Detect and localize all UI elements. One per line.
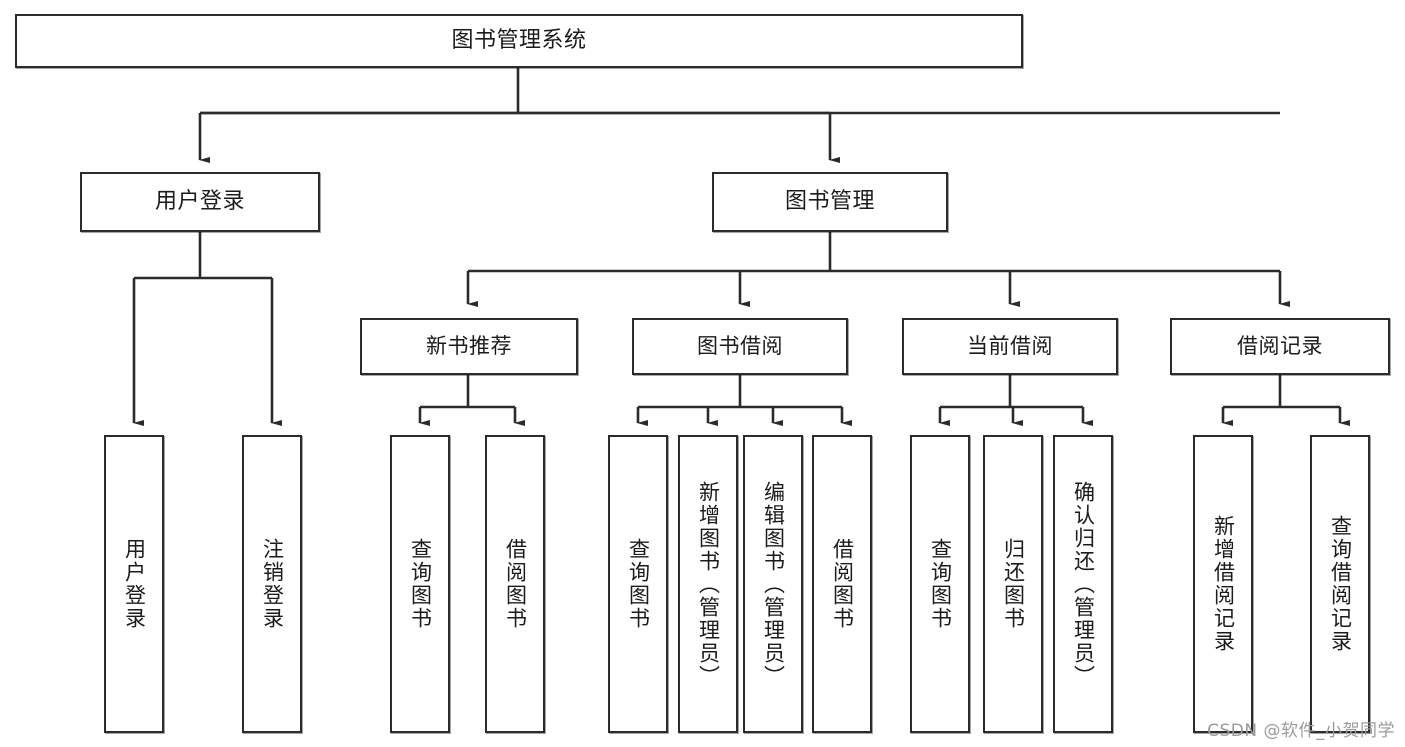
leaf-query-borrow-record[interactable]: 查询借阅记录 [1310, 435, 1370, 733]
node-label: 查询图书 [928, 538, 953, 630]
leaf-query-book-current[interactable]: 查询图书 [910, 435, 970, 733]
node-label: 编辑图书（管理员） [761, 480, 786, 688]
node-user-login[interactable]: 用户登录 [80, 172, 320, 232]
node-label: 归还图书 [1001, 538, 1026, 630]
node-label: 确认归还（管理员） [1071, 480, 1096, 688]
leaf-query-book-new[interactable]: 查询图书 [390, 435, 450, 733]
leaf-add-borrow-record[interactable]: 新增借阅记录 [1193, 435, 1253, 733]
leaf-add-book-admin[interactable]: 新增图书（管理员） [678, 435, 738, 733]
leaf-edit-book-admin[interactable]: 编辑图书（管理员） [743, 435, 803, 733]
leaf-borrow-book-new[interactable]: 借阅图书 [485, 435, 545, 733]
node-current-borrow[interactable]: 当前借阅 [902, 318, 1118, 375]
leaf-confirm-return-admin[interactable]: 确认归还（管理员） [1053, 435, 1113, 733]
leaf-logout[interactable]: 注销登录 [242, 435, 302, 733]
node-label: 注销登录 [260, 538, 285, 630]
node-book-management[interactable]: 图书管理 [712, 172, 948, 232]
node-label: 查询借阅记录 [1328, 515, 1353, 653]
node-root-system[interactable]: 图书管理系统 [15, 14, 1023, 68]
node-label: 借阅图书 [830, 538, 855, 630]
node-label: 新增图书（管理员） [696, 480, 721, 688]
node-new-book-recommend[interactable]: 新书推荐 [360, 318, 578, 375]
watermark-text: CSDN @软件_小贺同学 [1207, 721, 1395, 741]
node-label: 用户登录 [122, 538, 147, 630]
leaf-borrow-book[interactable]: 借阅图书 [812, 435, 872, 733]
node-label: 用户登录 [154, 188, 245, 214]
node-label: 借阅记录 [1237, 333, 1323, 358]
node-label: 新书推荐 [426, 333, 512, 358]
leaf-user-login[interactable]: 用户登录 [104, 435, 164, 733]
node-label: 查询图书 [626, 538, 651, 630]
leaf-return-book[interactable]: 归还图书 [983, 435, 1043, 733]
node-book-borrow[interactable]: 图书借阅 [632, 318, 848, 375]
node-borrow-record[interactable]: 借阅记录 [1170, 318, 1390, 375]
node-label: 图书借阅 [697, 333, 783, 358]
node-label: 图书管理系统 [451, 27, 587, 53]
node-label: 图书管理 [784, 188, 875, 214]
node-label: 查询图书 [408, 538, 433, 630]
node-label: 当前借阅 [967, 333, 1053, 358]
leaf-query-book-borrow[interactable]: 查询图书 [608, 435, 668, 733]
node-label: 借阅图书 [503, 538, 528, 630]
node-label: 新增借阅记录 [1211, 515, 1236, 653]
